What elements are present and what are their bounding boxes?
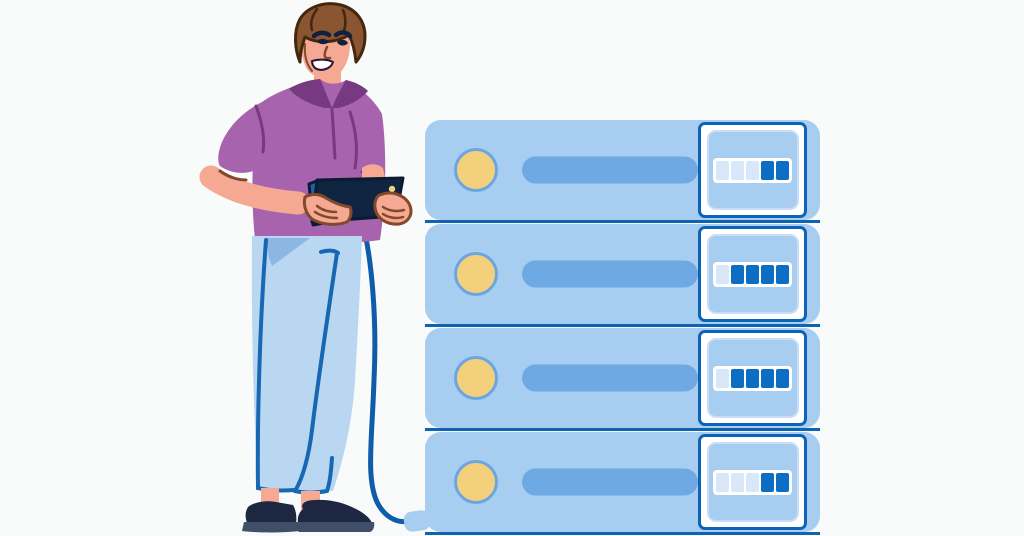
- ear: [297, 43, 307, 57]
- jeans-fill: [251, 236, 362, 491]
- server-unit-1: [425, 120, 820, 223]
- right-fingers: [381, 205, 406, 220]
- tablet-screen: [310, 176, 405, 224]
- indicator-segment-on: [761, 160, 774, 180]
- status-panel-inner: [706, 234, 799, 314]
- technician: [199, 2, 413, 533]
- indicator-segment-off: [716, 472, 729, 492]
- eyes: [317, 38, 348, 46]
- status-panel: [698, 434, 807, 530]
- status-panel-inner: [706, 442, 799, 522]
- collar: [289, 79, 368, 108]
- indicator-segment-off: [731, 160, 744, 180]
- left-sole: [242, 522, 300, 533]
- indicator-segment-off: [746, 472, 759, 492]
- indicator-segment-off: [746, 160, 759, 180]
- left-hand: [302, 193, 353, 226]
- tablet-camera-dot: [388, 185, 396, 193]
- indicator-segment-on: [746, 264, 759, 284]
- jeans: [251, 236, 362, 495]
- hands: [302, 191, 413, 226]
- indicator-bar: [713, 157, 792, 183]
- nose: [323, 45, 332, 60]
- smile-mouth: [311, 58, 334, 71]
- jeans-shade: [267, 238, 310, 266]
- server-unit-3: [425, 328, 820, 431]
- indicator-segment-on: [761, 368, 774, 388]
- left-fingers: [313, 204, 339, 220]
- indicator-bar: [713, 261, 792, 287]
- face: [302, 34, 350, 79]
- power-button-icon: [454, 356, 498, 400]
- right-sole: [295, 522, 375, 532]
- indicator-segment-off: [731, 472, 744, 492]
- indicator-segment-off: [716, 264, 729, 284]
- shoes: [242, 499, 375, 533]
- indicator-segment-on: [776, 368, 789, 388]
- indicator-bar: [713, 469, 792, 495]
- torso: [252, 79, 386, 244]
- power-button-icon: [454, 148, 498, 192]
- left-shoe: [245, 501, 297, 523]
- indicator-segment-on: [776, 472, 789, 492]
- status-panel: [698, 330, 807, 426]
- tablet: [307, 176, 405, 227]
- indicator-segment-on: [761, 264, 774, 284]
- hair: [294, 2, 367, 64]
- left-forearm: [199, 165, 310, 215]
- indicator-segment-on: [776, 264, 789, 284]
- indicator-segment-off: [716, 368, 729, 388]
- network-cable: [359, 218, 413, 525]
- vent-slot: [522, 364, 698, 392]
- indicator-bar: [713, 365, 792, 391]
- ankles: [261, 488, 320, 510]
- jeans-seam: [293, 248, 340, 493]
- status-panel-inner: [706, 338, 799, 418]
- indicator-segment-on: [776, 160, 789, 180]
- power-button-icon: [454, 252, 498, 296]
- server-unit-2: [425, 224, 820, 327]
- elbow-crease: [218, 169, 248, 182]
- left-sleeve: [218, 102, 270, 173]
- indicator-segment-on: [731, 264, 744, 284]
- status-panel-inner: [706, 130, 799, 210]
- indicator-segment-on: [746, 368, 759, 388]
- indicator-segment-off: [716, 160, 729, 180]
- polo-shirt: [218, 79, 386, 244]
- right-shoe: [297, 499, 372, 523]
- eyebrows: [311, 30, 353, 39]
- jaw-line: [303, 43, 313, 72]
- vent-slot: [522, 156, 698, 184]
- right-hand: [373, 191, 413, 226]
- jeans-outline: [255, 238, 334, 495]
- vent-slot: [522, 468, 698, 496]
- status-panel: [698, 122, 807, 218]
- status-panel: [698, 226, 807, 322]
- hair-streak: [309, 7, 347, 33]
- head: [294, 2, 367, 79]
- tablet-edge: [307, 178, 326, 227]
- server-rack: [425, 120, 820, 536]
- vent-slot: [522, 260, 698, 288]
- neck: [314, 70, 341, 95]
- server-unit-4: [425, 432, 820, 535]
- indicator-segment-on: [731, 368, 744, 388]
- indicator-segment-on: [761, 472, 774, 492]
- shirt-folds: [254, 104, 383, 177]
- power-button-icon: [454, 460, 498, 504]
- right-wrist: [362, 164, 387, 188]
